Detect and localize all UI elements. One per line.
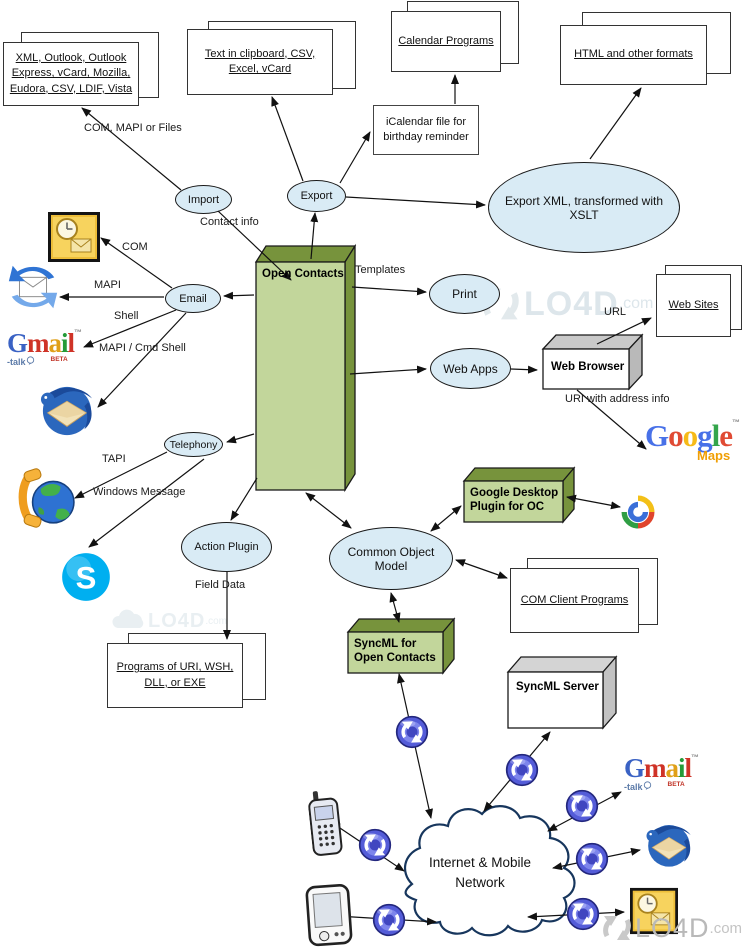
web-sites-box: Web Sites bbox=[656, 274, 731, 337]
outlook-icon bbox=[48, 212, 100, 262]
edge-label-templates: Templates bbox=[355, 264, 406, 276]
import-ellipse: Import bbox=[175, 185, 232, 214]
sync-icon bbox=[395, 715, 429, 749]
maps-wordmark: Maps bbox=[697, 448, 731, 463]
sync-icon bbox=[505, 753, 539, 787]
edge-label-url: URL bbox=[604, 306, 627, 318]
outlook-icon-bottom bbox=[630, 887, 678, 935]
edge-label-shell: Shell bbox=[114, 310, 139, 322]
watermark-small: LO4D.com bbox=[110, 608, 227, 634]
web-apps-ellipse: Web Apps bbox=[430, 348, 511, 389]
google-desktop-icon bbox=[621, 495, 655, 529]
talk-bubble-icon bbox=[26, 356, 34, 365]
html-formats-box: HTML and other formats bbox=[560, 25, 707, 85]
edge-label-mapi-cmd-shell: MAPI / Cmd Shell bbox=[99, 342, 186, 354]
edge-label-windows-message: Windows Message bbox=[93, 486, 186, 498]
google-maps-logo: Google™ Maps bbox=[645, 418, 740, 463]
mobile-phone-icon bbox=[308, 791, 343, 856]
syncml-oc-label: SyncML for Open Contacts bbox=[354, 638, 436, 665]
icalendar-box: iCalendar file for birthday reminder bbox=[373, 105, 479, 155]
cloud-ghost-icon bbox=[112, 609, 144, 628]
com-clients-box: COM Client Programs bbox=[510, 568, 639, 633]
gmail-wordmark: Gmail™ bbox=[624, 753, 699, 783]
syncml-server-label: SyncML Server bbox=[516, 681, 599, 693]
edge-label-contact-info: Contact info bbox=[200, 216, 259, 228]
open-contacts-box bbox=[254, 243, 357, 493]
skype-icon: S bbox=[62, 553, 110, 601]
thunderbird-icon-bottom bbox=[646, 825, 691, 867]
thunderbird-icon bbox=[40, 386, 93, 436]
action-plugin-ellipse: Action Plugin bbox=[181, 522, 272, 572]
web-browser-label: Web Browser bbox=[551, 361, 625, 373]
sync-icon bbox=[372, 903, 406, 937]
sync-icon bbox=[565, 789, 599, 823]
export-xml-ellipse: Export XML, transformed with XSLT bbox=[488, 162, 680, 253]
gmail-wordmark: Gmail™ bbox=[7, 328, 82, 358]
edge-label-com: COM bbox=[122, 241, 148, 253]
clipboard-box: Text in clipboard, CSV, Excel, vCard bbox=[187, 29, 333, 95]
edge-label-com-mapi-files: COM, MAPI or Files bbox=[84, 122, 182, 134]
export-ellipse: Export bbox=[287, 180, 346, 212]
edge-label-mapi: MAPI bbox=[94, 279, 121, 291]
talk-bubble-icon bbox=[643, 781, 651, 790]
email-ellipse: Email bbox=[165, 284, 221, 313]
edge-label-field-data: Field Data bbox=[195, 579, 246, 591]
pda-icon bbox=[305, 884, 353, 947]
sync-icon bbox=[566, 897, 600, 931]
telephony-ellipse: Telephony bbox=[164, 432, 223, 457]
sync-icon bbox=[358, 828, 392, 862]
watermark-text: LO4D bbox=[524, 284, 619, 323]
edge-label-uri-address: URI with address info bbox=[565, 393, 670, 405]
programs-box: Programs of URI, WSH, DLL, or EXE bbox=[107, 643, 243, 708]
watermark-center: LO4D.com bbox=[478, 281, 653, 327]
sync-icons bbox=[358, 715, 609, 937]
sync-icon bbox=[575, 842, 609, 876]
open-contacts-label: Open Contacts bbox=[262, 268, 344, 280]
calendar-box: Calendar Programs bbox=[391, 11, 501, 72]
skype-letter: S bbox=[76, 560, 97, 595]
watermark-bottom: LO4D.com bbox=[599, 910, 742, 946]
edge-label-tapi: TAPI bbox=[102, 453, 126, 465]
outlook-express-icon bbox=[8, 265, 58, 309]
cloud-label: Internet & Mobile Network bbox=[428, 855, 532, 890]
print-ellipse: Print bbox=[429, 274, 500, 314]
phone-globe-icon bbox=[18, 468, 75, 528]
common-object-model-ellipse: Common Object Model bbox=[329, 527, 453, 590]
google-desktop-plugin-label: Google Desktop Plugin for OC bbox=[470, 487, 559, 514]
xml-sources-box: XML, Outlook, Outlook Express, vCard, Mo… bbox=[3, 42, 139, 106]
refresh-ghost-icon bbox=[603, 916, 631, 940]
